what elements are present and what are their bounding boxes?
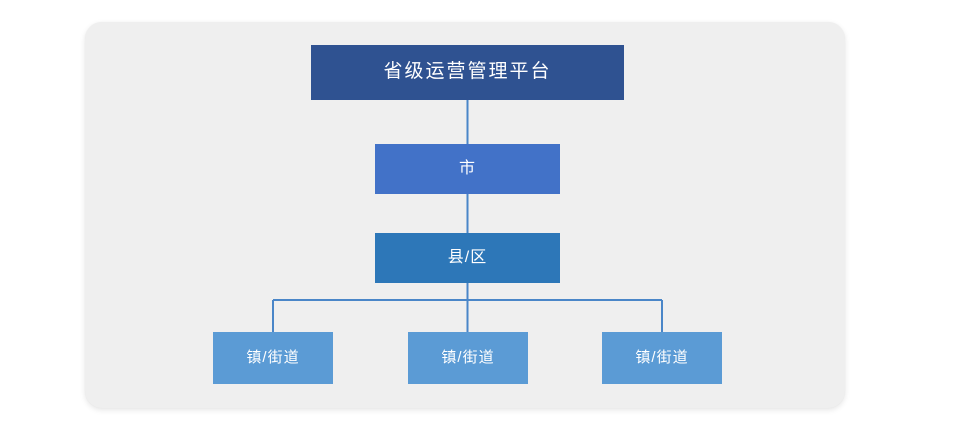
node-town-3[interactable]: 镇/街道: [602, 332, 722, 384]
node-county[interactable]: 县/区: [375, 233, 560, 283]
node-province[interactable]: 省级运营管理平台: [311, 45, 624, 100]
node-town-2[interactable]: 镇/街道: [408, 332, 528, 384]
node-city[interactable]: 市: [375, 144, 560, 194]
node-town-1[interactable]: 镇/街道: [213, 332, 333, 384]
